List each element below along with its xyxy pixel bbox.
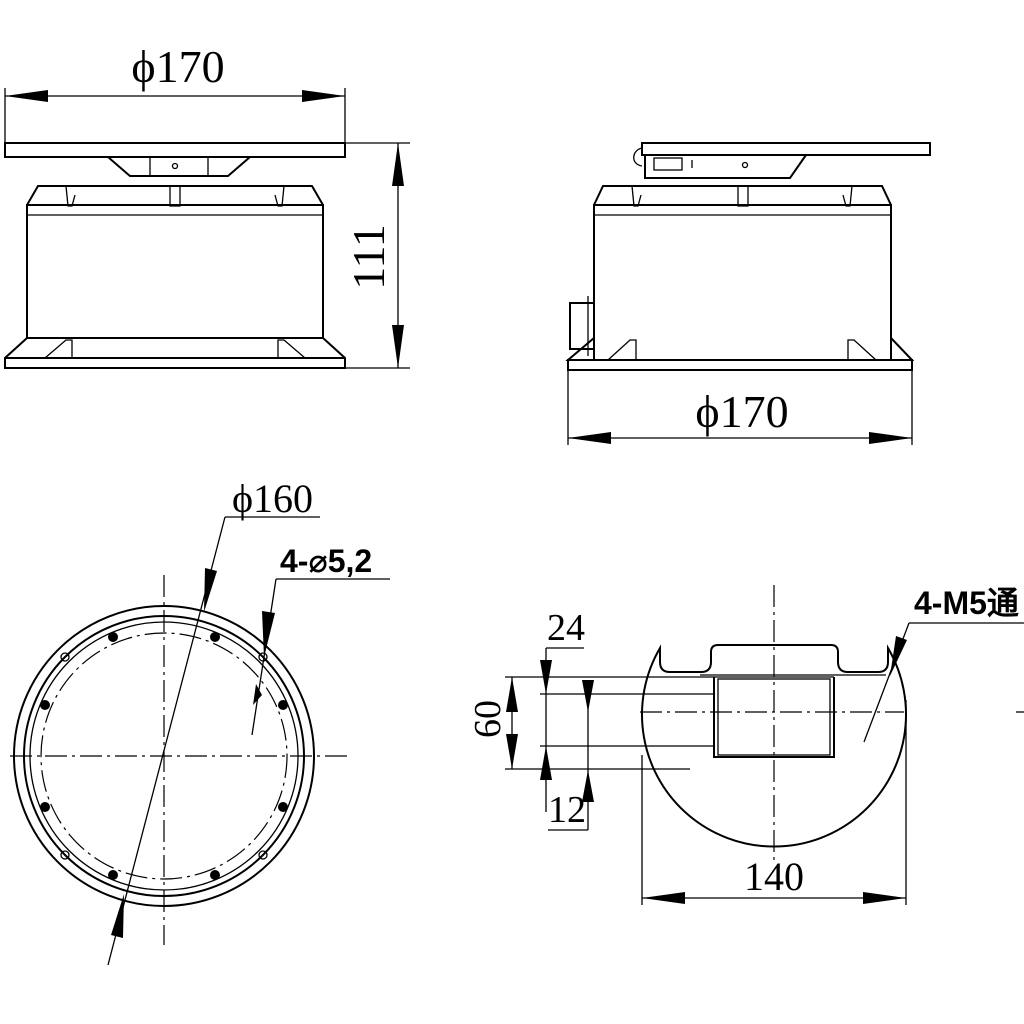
bottom-fastener-dots [40, 632, 288, 880]
side-latch [653, 157, 683, 171]
front-pivot-hole [171, 162, 179, 170]
front-top-plate [4, 142, 346, 158]
front-view: ϕ170 111 [4, 41, 410, 369]
side-body [593, 204, 892, 361]
bottom-view: ϕ160 4-⌀5,2 [10, 476, 390, 966]
front-base [4, 337, 346, 369]
front-body [26, 204, 324, 339]
side-hinge-pin [633, 147, 643, 167]
bottom-inner-circle [23, 615, 305, 897]
bottom-outer-circle [13, 605, 315, 907]
side-base [567, 359, 913, 371]
section-pocket [713, 677, 835, 758]
front-bracket [107, 156, 251, 177]
side-top-plate [641, 142, 931, 156]
section-body-outline [641, 644, 907, 848]
front-height-label: 111 [343, 224, 394, 290]
side-diameter-label: ϕ170 [695, 386, 788, 437]
section-dim24-label: 24 [547, 607, 585, 649]
side-view: ϕ170 [565, 142, 931, 445]
section-thread-label: 4-M5通 [914, 585, 1019, 621]
bottom-holes-label: 4-⌀5,2 [280, 543, 372, 579]
side-hinge-bracket [644, 154, 807, 179]
section-view: 4-M5通 60 24 12 140 [467, 585, 1024, 905]
section-width-label: 140 [744, 854, 804, 899]
front-diameter-label: ϕ170 [131, 41, 224, 92]
section-height-label: 60 [467, 700, 509, 738]
bottom-bolt-circle [40, 632, 288, 880]
front-body-lip [26, 185, 324, 206]
section-dim12-label: 12 [548, 789, 586, 831]
bottom-diameter-label: ϕ160 [232, 476, 313, 521]
